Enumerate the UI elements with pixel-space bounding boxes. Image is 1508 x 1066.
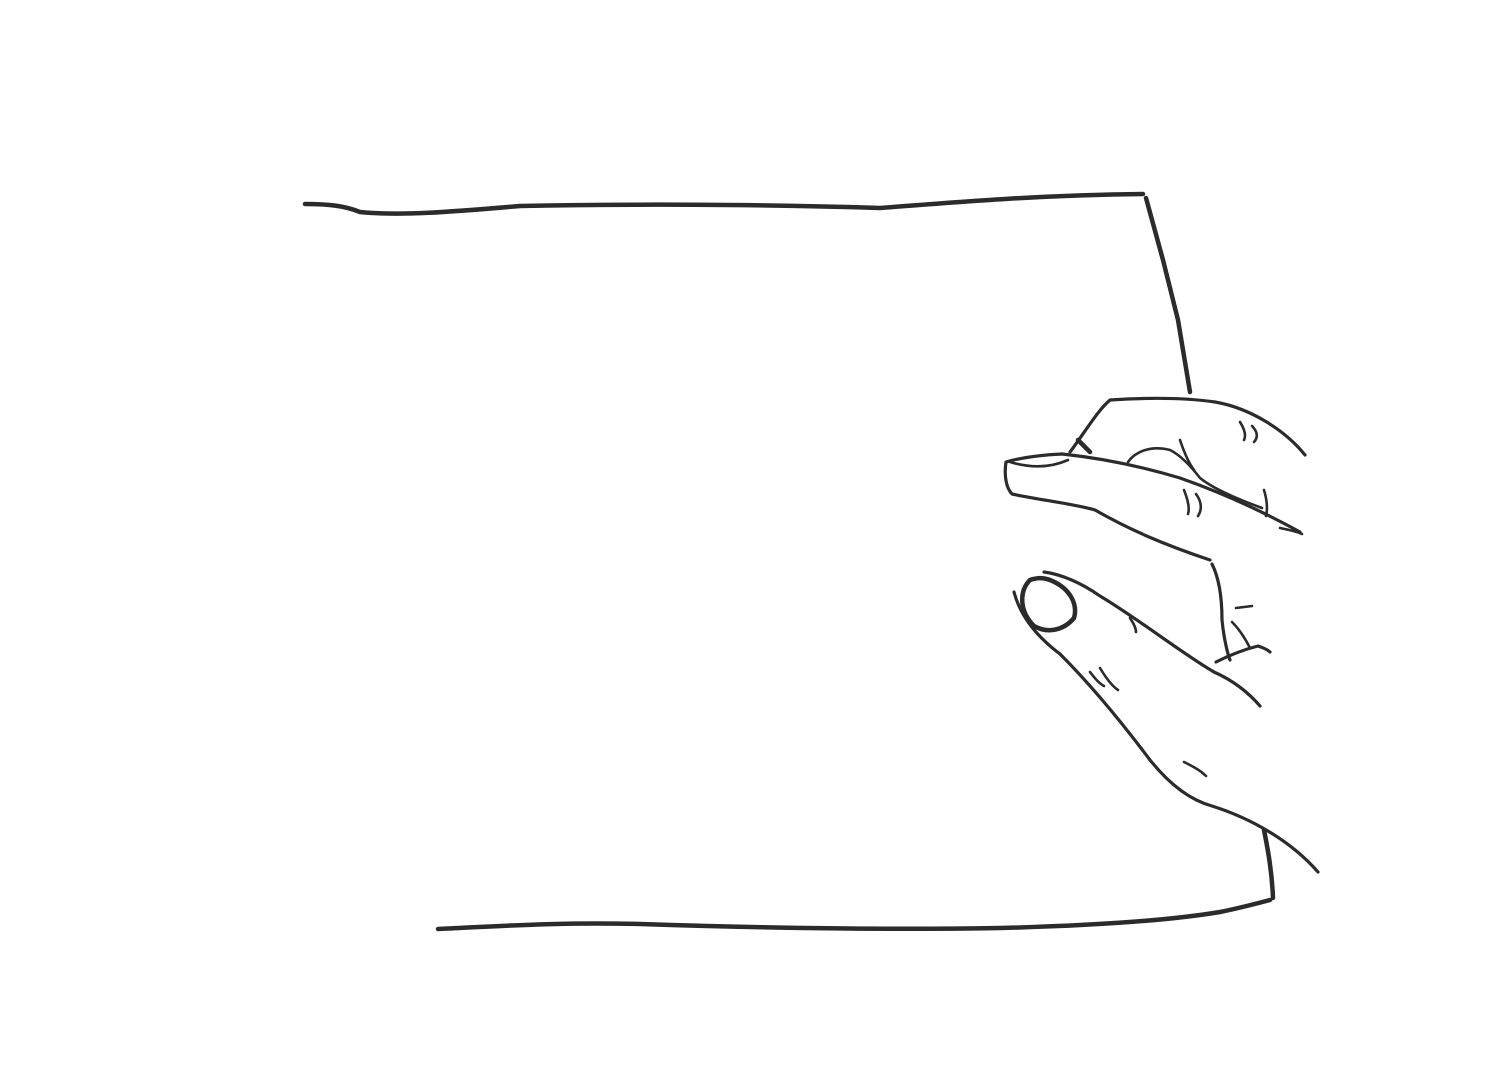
knuckle-fold-upper xyxy=(1234,604,1254,610)
thumb-nail xyxy=(1020,575,1078,633)
thumb-base-line xyxy=(1212,670,1262,708)
thumb-crease-2 xyxy=(1098,666,1120,692)
paper-top-edge xyxy=(302,191,1146,216)
middle-finger-outline xyxy=(1003,452,1212,562)
knuckle-fold-middle xyxy=(1230,620,1252,650)
paper-right-edge xyxy=(1143,195,1193,395)
wrist-crease xyxy=(1182,760,1208,778)
middle-knuckle-lines xyxy=(1182,488,1203,518)
thumb-crease-1 xyxy=(1088,670,1106,688)
index-finger-underside xyxy=(1126,447,1264,510)
thumb-outline-upper xyxy=(1042,570,1216,674)
middle-finger-top xyxy=(1060,452,1302,534)
middle-finger-nail xyxy=(1008,458,1070,468)
index-knuckle-lines xyxy=(1238,420,1259,444)
thumb-crease-3 xyxy=(1128,616,1138,634)
index-nail-mark xyxy=(1075,437,1093,455)
paper-sheet xyxy=(302,191,1276,932)
knuckle-fold-lower xyxy=(1214,644,1272,664)
hand-side-line xyxy=(1210,562,1232,662)
paper-bottom-right-edge xyxy=(1261,827,1276,901)
middle-finger-tip-crease xyxy=(1278,526,1304,536)
paper-bottom-edge xyxy=(435,897,1273,932)
hand xyxy=(1003,396,1320,874)
thumb-outline-lower xyxy=(1012,590,1320,874)
index-finger-outline xyxy=(1068,396,1307,457)
